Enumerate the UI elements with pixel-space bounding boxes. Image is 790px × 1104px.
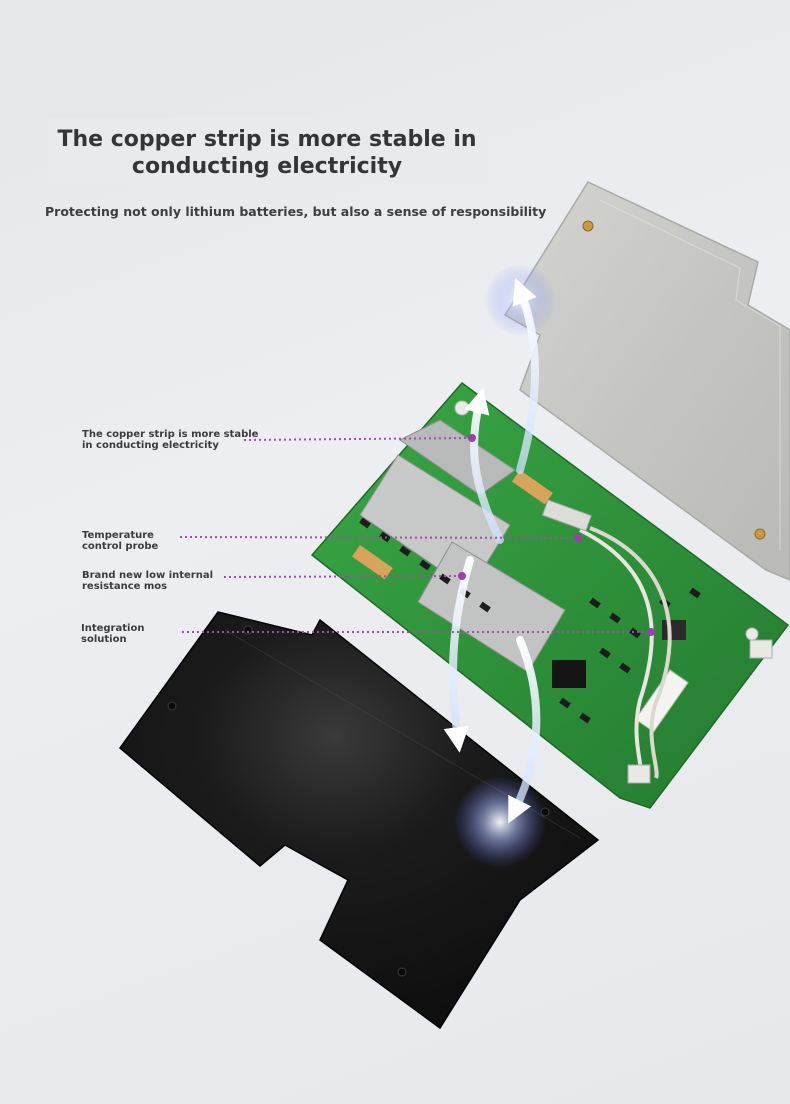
bms-pcb-board (310, 381, 790, 809)
page-subtitle: Protecting not only lithium batteries, b… (45, 204, 547, 219)
copper-strip (511, 470, 553, 505)
screw-hole-icon (243, 625, 253, 635)
wire-connector (634, 669, 689, 733)
callout-lines (179, 437, 650, 633)
copper-strip (351, 545, 393, 580)
callout-integration: Integration solution (81, 623, 145, 645)
screw-hole-icon (167, 701, 177, 711)
screw-post-icon (754, 528, 766, 540)
callout-dot (574, 534, 582, 542)
screw-post-icon (582, 220, 594, 232)
callout-line (179, 536, 577, 539)
callout-mos: Brand new low internal resistance mos (82, 570, 214, 592)
callout-dots (458, 434, 655, 636)
arrow-down-icon (443, 556, 474, 753)
callout-copper-strip: The copper strip is more stable in condu… (82, 429, 259, 451)
screw-hole-icon (397, 967, 407, 977)
callout-dot (468, 434, 476, 442)
light-glow (454, 776, 546, 868)
callout-dot (458, 572, 466, 580)
callout-temperature-probe: Temperature control probe (82, 530, 159, 552)
arrow-up-icon (464, 387, 504, 544)
callout-dot (647, 628, 655, 636)
title-band (48, 118, 488, 184)
temperature-probe-wire (579, 528, 654, 780)
assembly-arrows (443, 278, 541, 824)
black-insulation-plate (118, 611, 600, 1030)
arrow-down-icon (508, 636, 541, 824)
page-title: The copper strip is more stable in condu… (57, 127, 477, 179)
arrow-up-icon (512, 278, 539, 474)
